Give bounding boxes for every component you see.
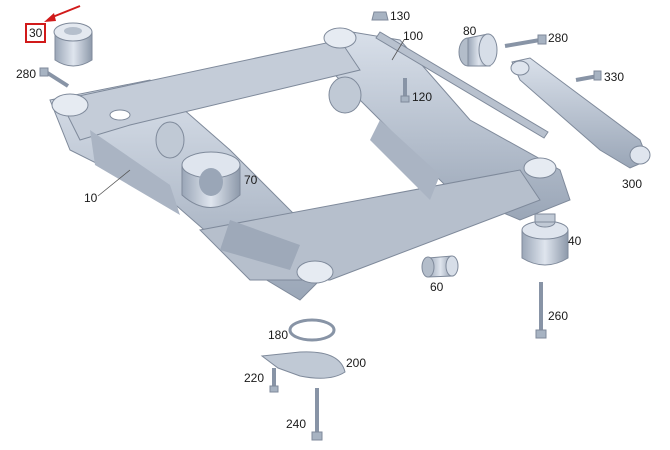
callout-200: 200 [346,356,367,370]
bushing-part-60 [421,255,459,278]
callout-40: 40 [568,234,582,248]
callout-280-right: 280 [548,31,569,45]
callout-30-highlighted[interactable]: 30 [25,23,47,43]
bushing-part-80 [458,33,498,67]
callout-100: 100 [403,29,424,43]
bushing-part-30 [53,22,93,67]
shield-part-200 [260,351,346,379]
bolt-part-260 [535,282,547,339]
ring-part-180 [288,318,336,342]
callout-300: 300 [622,177,643,191]
bushing-part-70 [181,151,241,208]
bolt-part-220 [269,368,279,393]
bolt-part-120 [400,78,410,103]
callout-330: 330 [604,70,625,84]
mount-part-40 [521,213,569,266]
callout-260: 260 [548,309,569,323]
subframe-part [49,27,571,301]
callout-240: 240 [286,417,307,431]
callout-220: 220 [244,371,265,385]
nut-part-130 [371,11,389,21]
callout-120: 120 [412,90,433,104]
control-arm-part-300 [510,57,651,169]
callout-180: 180 [268,328,289,342]
bolt-part-280-right [504,34,547,48]
bolt-part-330 [575,70,602,82]
callout-10: 10 [84,191,98,205]
callout-70: 70 [244,173,258,187]
callout-130: 130 [390,9,411,23]
rod-part-100 [375,31,549,139]
callout-60: 60 [430,280,444,294]
bolt-part-280-left [39,67,70,88]
callout-80: 80 [463,24,477,38]
leader-lines [97,39,405,197]
bolt-part-240 [311,388,323,441]
callout-280-left: 280 [16,67,37,81]
highlight-arrow [44,5,81,22]
